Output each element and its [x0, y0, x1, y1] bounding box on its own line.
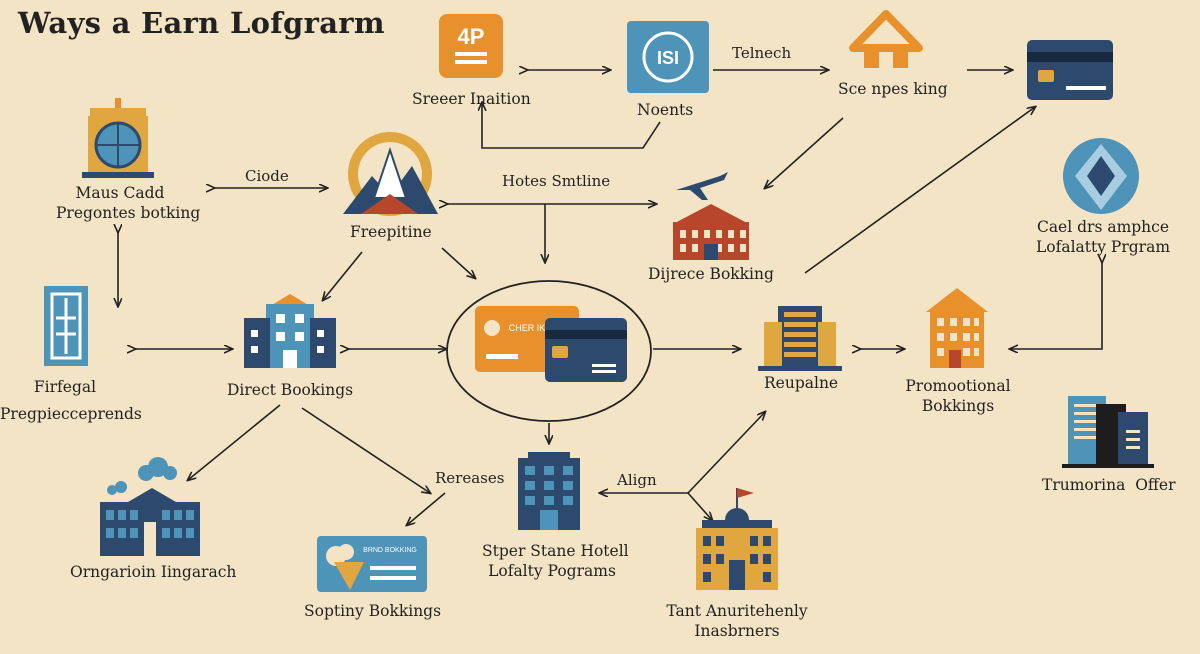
- svg-text:CHER IK: CHER IK: [509, 323, 546, 333]
- node-label-stper-line1: Stper Stane Hotell: [482, 542, 629, 560]
- arrow-noents-4p-loop: [482, 103, 661, 149]
- banner-icon: [44, 286, 88, 366]
- node-label-cael-line2: Lofalatty Prgram: [1035, 237, 1171, 256]
- arrow-align-reup: [687, 412, 765, 494]
- arrows: [118, 70, 1102, 525]
- globe-frame-icon: [82, 98, 154, 178]
- diagram-title: Ways a Earn Lofgrarm: [18, 6, 385, 40]
- arrow-freep-center: [441, 247, 475, 278]
- node-label-noents: Noents: [637, 101, 694, 119]
- node-label-cael-line1: Cael drs amphce: [1036, 218, 1170, 236]
- node-label-cael: Cael drs amphce Lofalatty Prgram: [1028, 218, 1178, 258]
- globe-tile-icon: ISI: [627, 21, 709, 93]
- mountain-sun-icon: [343, 132, 438, 216]
- node-label-freep: Freepitine: [350, 223, 432, 241]
- node-label-stper: Stper Stane Hotell Lofalty Pograms: [482, 542, 629, 582]
- skyscraper-icon: [1062, 396, 1154, 468]
- node-label-promo-line1: Promootional: [905, 377, 1011, 395]
- orange-hotel-icon: [926, 288, 988, 368]
- edge-label-rereases: Rereases: [435, 469, 505, 487]
- cards-icon: CHER IK: [475, 306, 627, 382]
- node-label-maus-line1: Maus Cadd: [75, 184, 165, 202]
- house-icon: [849, 10, 923, 68]
- edge-label-ciode: Ciode: [245, 167, 289, 185]
- edge-label-align: Align: [617, 471, 657, 489]
- cloud-building-icon: [100, 457, 200, 556]
- node-label-direct: Direct Bookings: [227, 381, 354, 399]
- svg-text:4P: 4P: [458, 24, 485, 49]
- node-label-maus-line2: Pregontes botking: [56, 203, 201, 222]
- arrow-align-tant: [687, 492, 712, 520]
- orange-badge-icon: 4P: [439, 14, 503, 78]
- node-label-firf-line2: Pregpiecceprends: [0, 405, 142, 424]
- arrow-direct-stper: [301, 407, 430, 493]
- edge-label-hotes: Hotes Smtline: [502, 172, 611, 190]
- node-label-diject: Dijrece Bokking: [648, 265, 774, 283]
- node-label-scene: Sce npes king: [838, 80, 948, 98]
- arrow-direct-org: [188, 404, 281, 480]
- palace-icon: [696, 488, 778, 590]
- office-tower-icon: [758, 306, 842, 371]
- central-ellipse: [446, 280, 652, 422]
- node-label-promo: Promootional Bokkings: [904, 377, 1012, 417]
- node-label-tant: Tant Anuritehenly Inasbrners: [664, 602, 810, 642]
- node-label-stper-line2: Lofalty Pograms: [488, 561, 616, 580]
- svg-text:ISI: ISI: [657, 48, 679, 68]
- node-label-trum: Trumorina Offer: [1042, 476, 1176, 494]
- arrow-diject-card: [804, 107, 1035, 274]
- arrow-cael-promo: [1010, 262, 1102, 349]
- hotel-tower-icon: [518, 452, 580, 530]
- arrow-scene-diject: [765, 117, 844, 188]
- node-label-reup: Reupalne: [764, 374, 839, 392]
- card-drink-icon: BRND BOKKING: [317, 536, 427, 592]
- node-label-promo-line2: Bokkings: [921, 396, 995, 415]
- arrow-rereases-sopt: [407, 492, 446, 525]
- edge-label-telnech: Telnech: [732, 44, 792, 62]
- building-icon: [244, 294, 336, 368]
- svg-text:BRND BOKKING: BRND BOKKING: [363, 547, 417, 554]
- plane-hotel-icon: [673, 172, 749, 260]
- node-label-sopt: Soptiny Bokkings: [304, 602, 442, 620]
- diamond-crest-icon: [1063, 138, 1139, 214]
- node-label-tant-line1: Tant Anuritehenly: [666, 602, 808, 620]
- node-label-firf-line1: Firfegal: [33, 378, 97, 396]
- node-label-maus: Maus Cadd Pregontes botking: [56, 184, 201, 224]
- node-label-tant-line2: Inasbrners: [694, 621, 780, 640]
- credit-card-icon: [1027, 40, 1113, 100]
- node-label-firf: Firfegal Pregpiecceprends: [0, 374, 142, 428]
- node-label-4p: Sreeer Inaition: [412, 90, 531, 108]
- arrow-freep-direct: [323, 251, 363, 300]
- node-label-org: Orngarioin Iingarach: [70, 563, 237, 581]
